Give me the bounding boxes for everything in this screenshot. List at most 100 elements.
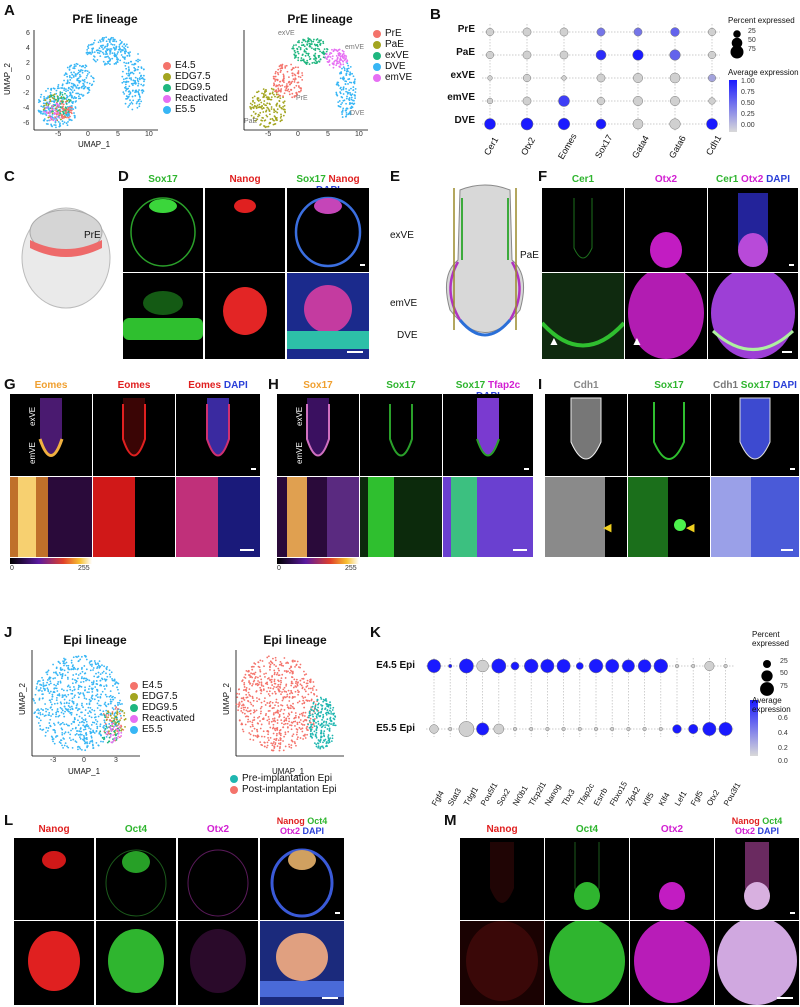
color-legend-title: Average expression: [752, 696, 791, 714]
umap-point: [267, 715, 270, 718]
umap-point: [260, 701, 263, 704]
umap-point: [97, 41, 100, 44]
umap-point: [263, 700, 266, 703]
umap-j2-ylabel: UMAP_2: [222, 682, 231, 715]
umap-point: [331, 737, 334, 740]
umap-point: [138, 59, 141, 62]
umap-point: [106, 48, 109, 51]
umap-point: [108, 57, 110, 59]
dot-emVE-Sox17: [597, 97, 605, 105]
dot-E5.5 Epi-Tfap2c: [577, 726, 582, 732]
image-d-nanog-zoom: [205, 273, 285, 359]
umap-point: [300, 723, 303, 725]
dot-PrE-Eomes: [559, 27, 569, 37]
dot-E5.5 Epi-Sox2: [493, 723, 505, 735]
umap-point: [337, 49, 340, 51]
umap-point: [322, 732, 325, 735]
umap-point: [273, 111, 276, 114]
dot-E5.5 Epi-Klf4: [658, 726, 663, 732]
umap-point: [55, 92, 58, 95]
umap-point: [253, 679, 256, 682]
umap-point: [277, 701, 279, 704]
umap-point: [322, 715, 325, 718]
umap-point: [290, 666, 292, 669]
umap-point: [42, 709, 44, 712]
umap-point: [84, 725, 87, 728]
size-legend-25: 25: [748, 28, 756, 35]
umap-point: [126, 54, 129, 57]
umap-point: [284, 677, 287, 679]
umap-point: [263, 125, 265, 127]
umap-point: [63, 664, 65, 667]
umap-point: [280, 708, 283, 711]
umap-point: [300, 712, 303, 715]
umap-point: [343, 67, 346, 70]
umap-point: [77, 655, 80, 658]
umap-point: [277, 683, 280, 686]
image-d-sox17-top: [123, 188, 203, 272]
umap-point: [280, 693, 282, 696]
umap-point: [330, 723, 332, 725]
umap-point: [57, 96, 59, 98]
umap-point: [142, 68, 145, 71]
umap-point: [75, 62, 78, 65]
umap-point: [328, 741, 331, 744]
umap-point: [248, 681, 250, 684]
umap-point: [80, 668, 83, 670]
umap-point: [38, 717, 41, 720]
umap-point: [131, 63, 134, 66]
umap-point: [279, 660, 282, 663]
umap-point: [61, 673, 64, 676]
umap-point: [290, 728, 293, 731]
umap-point: [93, 55, 96, 58]
umap-point: [124, 56, 126, 59]
umap-point: [293, 86, 296, 89]
umap-point: [245, 690, 248, 692]
umap-point: [96, 665, 99, 668]
umap-point: [308, 712, 311, 715]
umap-point: [353, 81, 356, 84]
dot-E5.5 Epi-Nanog: [545, 726, 550, 732]
umap-point: [62, 737, 65, 740]
umap-point: [79, 658, 82, 661]
umap-point: [302, 738, 304, 740]
panel-label-j: J: [4, 624, 13, 641]
umap-point: [281, 80, 284, 82]
umap-point: [349, 71, 352, 74]
umap-point: [317, 739, 320, 741]
umap-point: [330, 711, 333, 713]
umap-point: [83, 80, 86, 83]
umap-point: [294, 55, 297, 58]
umap-point: [260, 735, 263, 738]
umap-point: [353, 94, 356, 96]
dot-E5.5 Epi-Tfcp2l1: [529, 726, 534, 732]
umap-point: [59, 92, 62, 95]
umap-point: [261, 660, 264, 662]
umap-point: [79, 685, 81, 688]
dot-E4.5 Epi-Tfap2c: [575, 662, 584, 670]
umap-point: [342, 63, 345, 66]
umap-point: [310, 691, 313, 694]
image-l-otx2-top: [178, 838, 258, 920]
umap-point: [53, 95, 56, 98]
umap-point: [91, 695, 93, 698]
umap-point: [290, 746, 293, 749]
umap-point: [101, 714, 103, 716]
umap-point: [45, 112, 48, 114]
dot-E4.5 Epi-Otx2: [704, 661, 715, 671]
umap-point: [136, 79, 139, 82]
umap-point: [65, 661, 68, 664]
umap-point: [80, 721, 83, 723]
umap-point: [112, 719, 115, 722]
umap-point: [332, 717, 335, 720]
umap-point: [108, 730, 110, 733]
umap-point: [64, 662, 66, 665]
umap-point: [250, 114, 253, 117]
umap-point: [59, 122, 61, 125]
umap-point: [103, 36, 106, 39]
umap-point: [111, 57, 114, 60]
umap-point: [277, 68, 280, 71]
umap-point: [112, 38, 115, 41]
umap-point: [282, 664, 285, 667]
